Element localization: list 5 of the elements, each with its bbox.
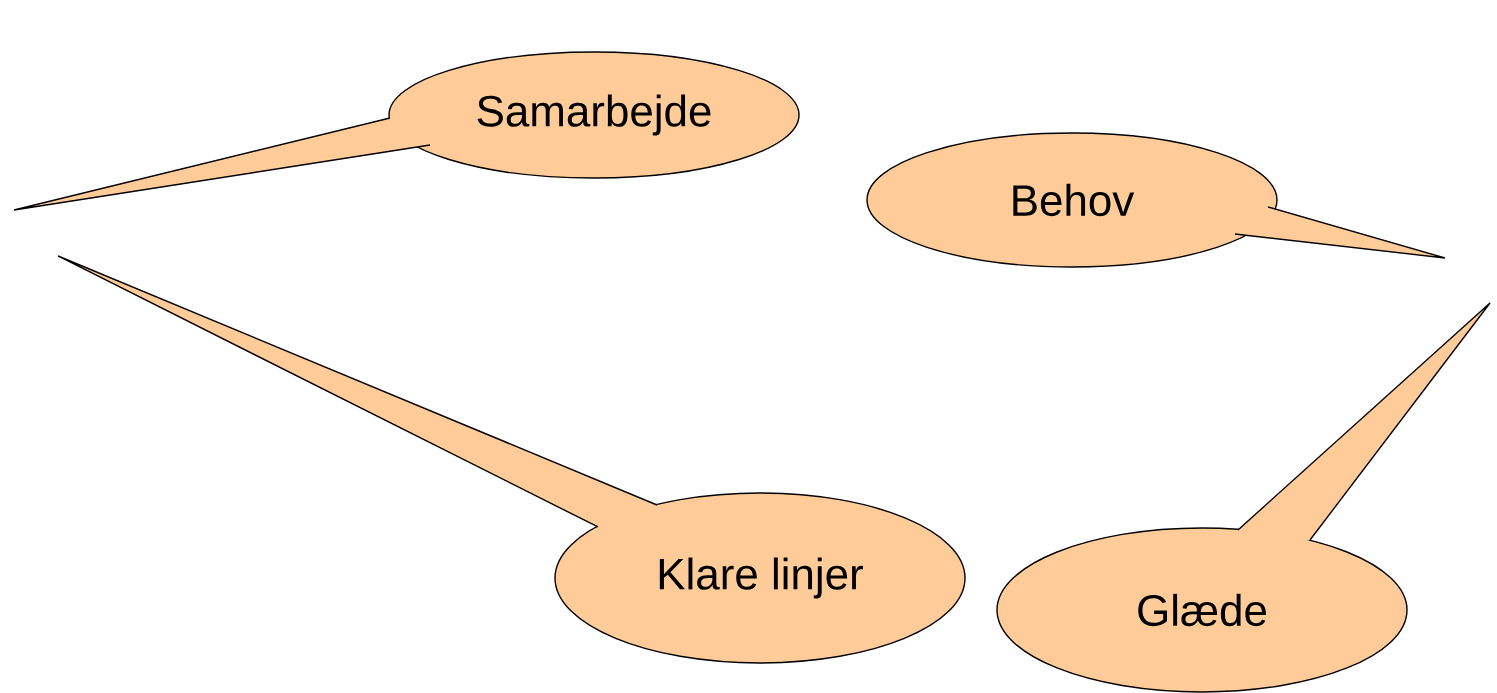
speech-bubble: Behov [866,132,1446,268]
speech-bubble: Klare linjer [57,255,966,664]
speech-bubble: Glæde [996,302,1491,693]
speech-bubble: Samarbejde [13,51,800,211]
node-label: Klare linjer [659,557,863,599]
